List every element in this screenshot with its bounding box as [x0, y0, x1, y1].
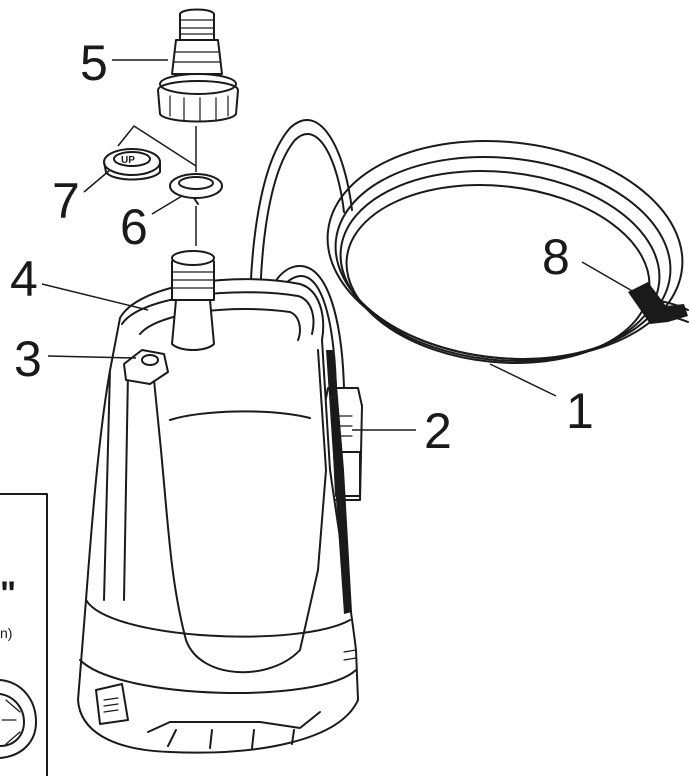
inset-small-text: n) [0, 625, 12, 641]
hose-adapter [157, 8, 239, 123]
pump-outlet [171, 250, 215, 351]
power-cable [248, 119, 353, 346]
sealing-ring [169, 173, 223, 205]
cable-tie [628, 282, 688, 324]
pump-body [77, 278, 359, 754]
inset-connector-graphic [0, 679, 37, 759]
up-cap: UP [103, 148, 161, 181]
callout-4: 4 [10, 251, 38, 307]
callout-leaders [41, 59, 635, 431]
inset-box: " n) [0, 493, 48, 776]
callout-6: 6 [120, 199, 148, 255]
callout-7: 7 [52, 173, 80, 229]
callout-3: 3 [14, 331, 42, 387]
inset-border [0, 493, 48, 776]
assembly-guides [117, 125, 197, 246]
hose-coil [326, 139, 689, 364]
inset-big-text: " [0, 575, 16, 613]
callout-2: 2 [424, 403, 452, 459]
callout-numbers: 5 6 7 4 3 2 1 8 [10, 35, 594, 459]
callout-1: 1 [566, 383, 594, 439]
callout-5: 5 [80, 35, 108, 91]
callout-8: 8 [542, 229, 570, 285]
cap-up-label: UP [121, 155, 135, 166]
